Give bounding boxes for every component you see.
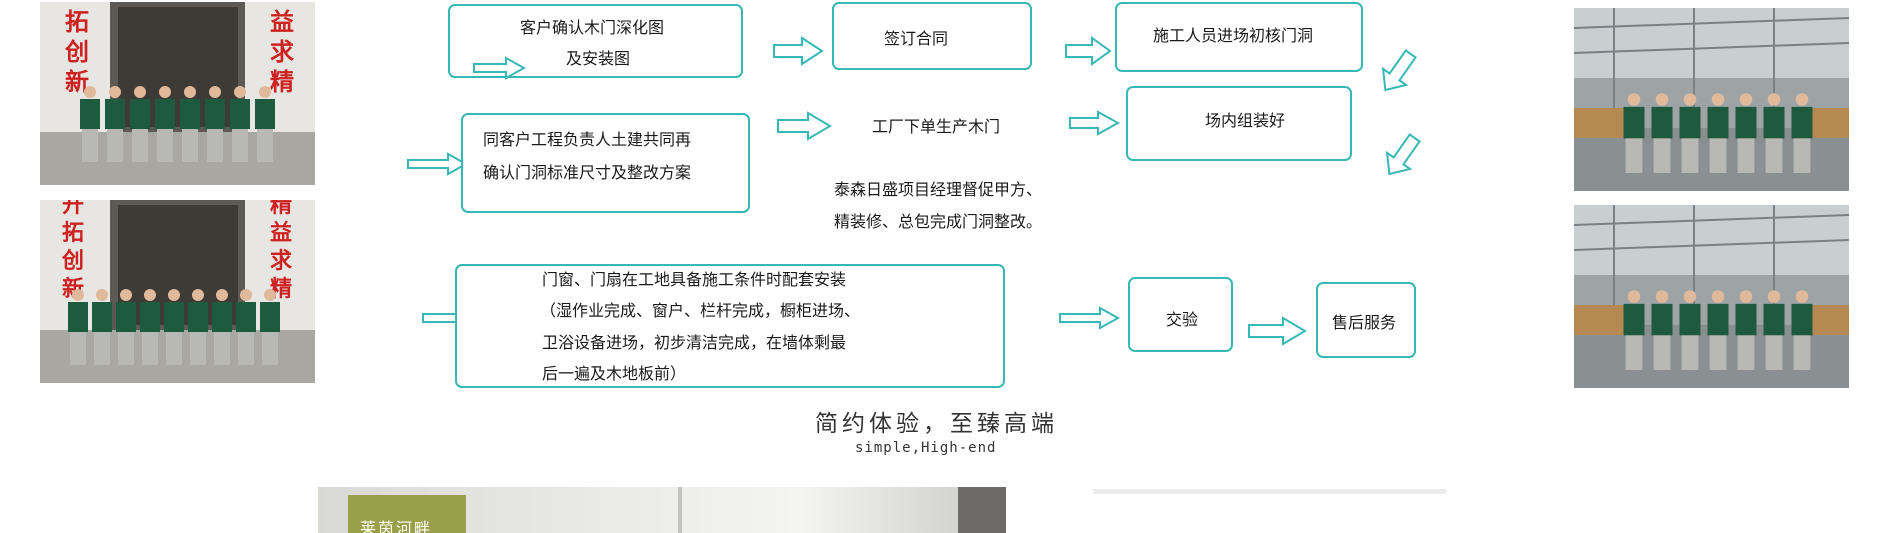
project-manager-note-2: 精装修、总包完成门洞整改。 <box>834 212 1043 231</box>
step-site-check-box <box>1115 2 1363 72</box>
person-figure <box>260 289 280 365</box>
svg-text:益: 益 <box>270 220 292 246</box>
arrow-right-icon <box>1059 306 1120 330</box>
step-assembly-box <box>1126 86 1352 161</box>
arrow-right-icon <box>773 36 824 66</box>
step-confirm-drawing-text: 客户确认木门深化图 <box>520 18 665 37</box>
person-figure <box>180 86 200 162</box>
svg-text:开: 开 <box>62 200 84 218</box>
person-figure <box>1623 290 1645 370</box>
svg-text:拓: 拓 <box>62 221 84 246</box>
arrow-down-left-icon <box>1385 133 1421 176</box>
person-figure <box>130 86 150 162</box>
person-figure <box>1679 93 1701 173</box>
svg-text:益: 益 <box>270 8 294 36</box>
step-reconfirm-text-1: 同客户工程负责人土建共同再 <box>483 130 692 149</box>
person-figure <box>1735 93 1757 173</box>
step-sign-contract-text: 签订合同 <box>884 29 949 48</box>
person-figure <box>68 289 88 365</box>
step-install-text-2: （湿作业完成、窗户、栏杆完成，橱柜进场、 <box>540 301 861 320</box>
person-figure <box>116 289 136 365</box>
svg-text:求: 求 <box>270 249 292 274</box>
person-figure <box>188 289 208 365</box>
divider <box>1093 489 1446 494</box>
step-install-box <box>455 264 1005 388</box>
person-figure <box>1791 93 1813 173</box>
person-figure <box>1707 290 1729 370</box>
project-label-tag <box>348 495 466 533</box>
project-manager-note-1: 泰森日盛项目经理督促甲方、 <box>834 180 1043 199</box>
step-after-sales-box <box>1316 282 1416 358</box>
person-figure <box>92 289 112 365</box>
step-assembly-text: 场内组装好 <box>1205 111 1286 130</box>
step-reconfirm-text-2: 确认门洞标准尺寸及整改方案 <box>483 163 692 182</box>
person-figure <box>1763 290 1785 370</box>
arrow-right-icon <box>1065 36 1112 66</box>
factory-team-photo-right-top <box>1574 8 1849 191</box>
arrow-right-icon <box>473 56 526 80</box>
person-figure <box>205 86 225 162</box>
person-figure <box>236 289 256 365</box>
svg-text:求: 求 <box>270 38 294 66</box>
arrow-down-left-icon <box>1381 49 1417 92</box>
person-figure <box>140 289 160 365</box>
step-inspection-text: 交验 <box>1166 310 1199 329</box>
person-figure <box>164 289 184 365</box>
slogan-english: simple,High-end <box>855 440 997 456</box>
person-figure <box>1651 93 1673 173</box>
step-site-check-text: 施工人员进场初核门洞 <box>1153 26 1314 45</box>
step-after-sales-text: 售后服务 <box>1332 313 1397 332</box>
step-install-text-3: 卫浴设备进场，初步清洁完成，在墙体剩最 <box>542 333 847 352</box>
banner-left-char: 拓 <box>65 8 89 36</box>
arrow-right-icon <box>1069 110 1120 136</box>
step-factory-order-text: 工厂下单生产木门 <box>872 117 1001 136</box>
svg-text:创: 创 <box>61 249 84 274</box>
step-sign-contract-box <box>832 2 1032 70</box>
person-figure <box>1623 93 1645 173</box>
arrow-right-icon <box>777 111 832 141</box>
step-install-text-4: 后一遍及木地板前） <box>542 364 687 383</box>
person-figure <box>1763 93 1785 173</box>
arrow-right-icon <box>407 152 468 176</box>
step-inspection-box <box>1128 277 1233 352</box>
step-install-text-1: 门窗、门扇在工地具备施工条件时配套安装 <box>542 270 847 289</box>
person-figure <box>1707 93 1729 173</box>
person-figure <box>155 86 175 162</box>
svg-text:创: 创 <box>64 38 89 66</box>
person-figure <box>1735 290 1757 370</box>
person-figure <box>230 86 250 162</box>
person-figure <box>1651 290 1673 370</box>
slogan-chinese: 简约体验，至臻高端 <box>815 411 1058 437</box>
svg-text:精: 精 <box>270 200 292 218</box>
factory-team-photo-right-bottom <box>1574 205 1849 388</box>
person-figure <box>1791 290 1813 370</box>
arrow-right-icon <box>1248 316 1307 346</box>
person-figure <box>212 289 232 365</box>
team-photo-left-top: 拓 创 新 益 求 精 <box>40 2 315 185</box>
person-figure <box>80 86 100 162</box>
door-panel <box>958 487 1006 533</box>
svg-text:精: 精 <box>270 68 294 96</box>
step-reconfirm-box <box>461 113 750 213</box>
person-figure <box>1679 290 1701 370</box>
project-label-text: 莱茵河畔 <box>360 519 433 533</box>
step-confirm-drawing-text-2: 及安装图 <box>566 49 631 68</box>
person-figure <box>105 86 125 162</box>
person-figure <box>255 86 275 162</box>
team-photo-left-bottom: 开 拓 创 新 精 益 求 精 <box>40 200 315 383</box>
project-banner-image: 莱茵河畔 <box>318 487 1006 533</box>
divider <box>678 487 682 533</box>
